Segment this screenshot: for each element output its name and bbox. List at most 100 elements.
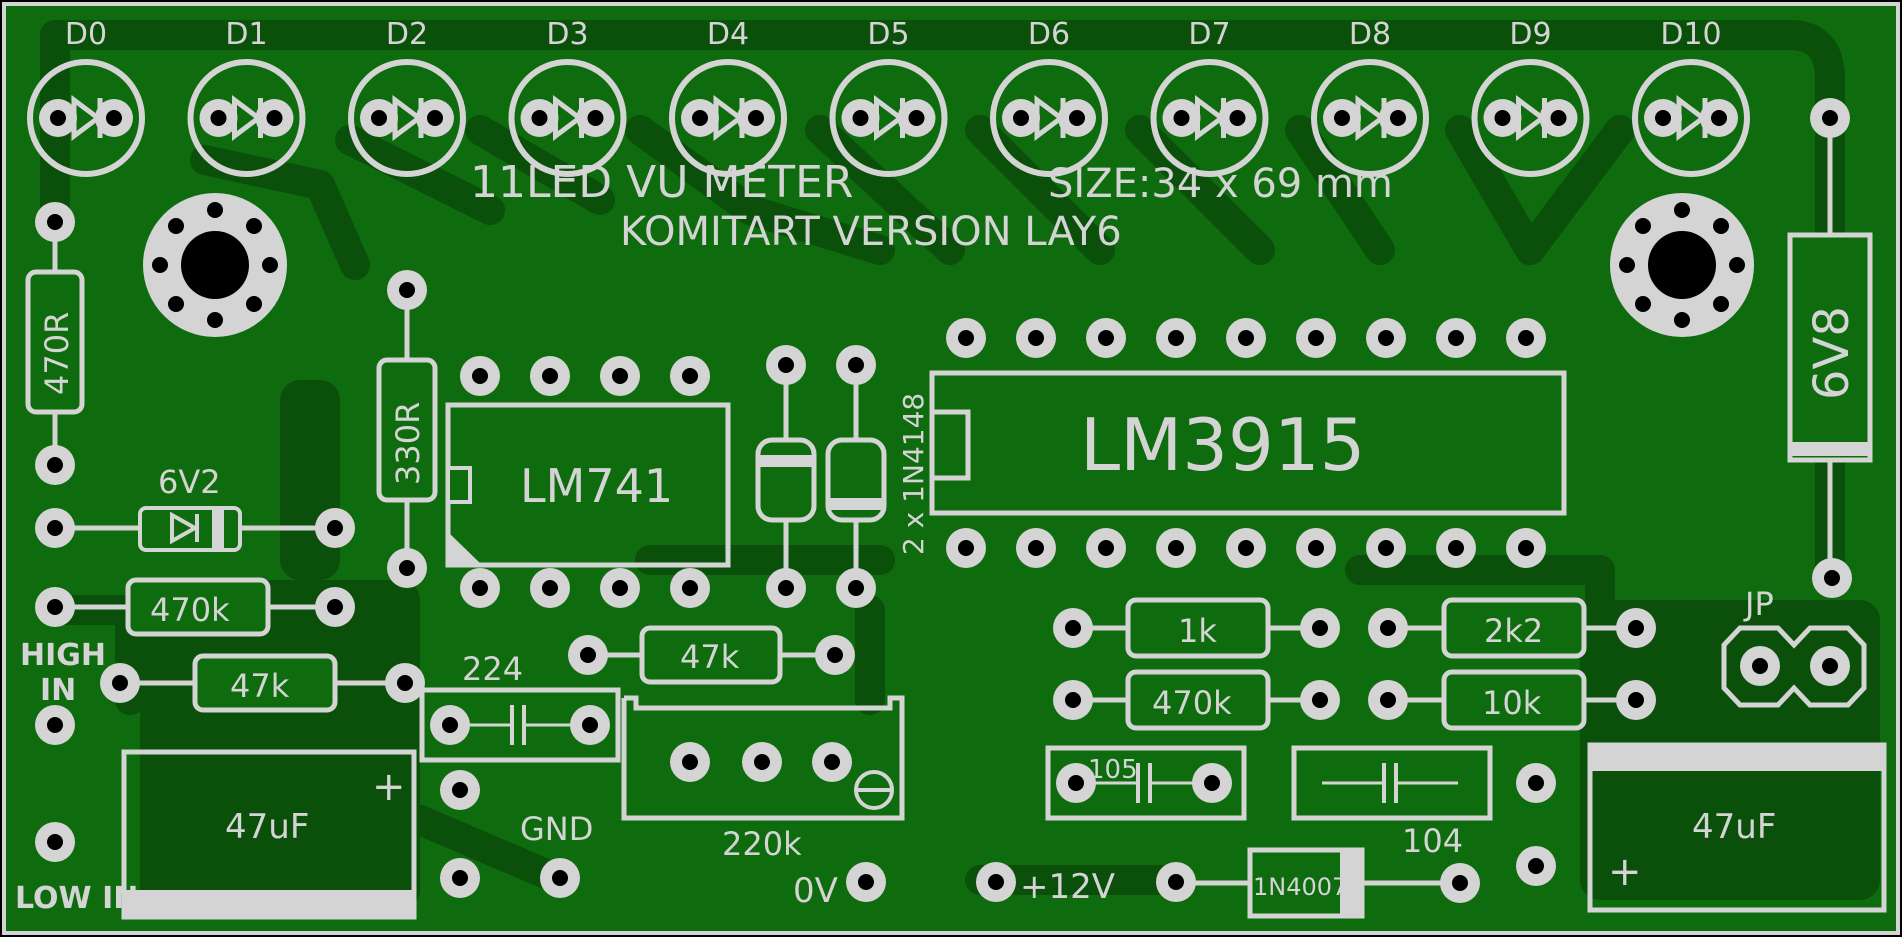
solder-pad	[1156, 528, 1196, 568]
solder-pad	[766, 568, 806, 608]
resistor-470k-right-label: 470k	[1152, 684, 1232, 722]
resistor-470k-left-label: 470k	[150, 591, 230, 629]
solder-pad	[766, 345, 806, 385]
diode-1n4007-label: 1N4007	[1253, 873, 1347, 901]
solder-pad	[670, 568, 710, 608]
plus-12v-label: +12V	[1020, 867, 1115, 907]
capacitor-47uf-left-label: 47uF	[225, 807, 309, 847]
zener-6v2-label: 6V2	[158, 463, 221, 501]
zener-6v8-label: 6V8	[1804, 306, 1860, 400]
solder-pad	[1506, 528, 1546, 568]
led-label-d2: D2	[386, 17, 428, 52]
solder-pad	[670, 356, 710, 396]
solder-pad	[1296, 318, 1336, 358]
solder-pad	[1440, 863, 1480, 903]
solder-pad	[1016, 318, 1056, 358]
solder-pad	[1226, 318, 1266, 358]
resistor-470r-label: 470R	[38, 312, 76, 395]
led-label-d8: D8	[1349, 17, 1391, 52]
solder-pad	[385, 663, 425, 703]
resistor-47k-mid: 47k	[588, 625, 835, 685]
solder-pad	[1086, 528, 1126, 568]
led-d0: D0	[27, 17, 145, 177]
diode-pair-1n4148: 2 x 1N4148	[755, 365, 930, 588]
resistor-1k-label: 1k	[1178, 612, 1217, 650]
diode-pair-1n4148-label: 2 x 1N4148	[897, 393, 930, 555]
led-label-d5: D5	[867, 17, 909, 52]
solder-pad	[387, 548, 427, 588]
solder-pad	[387, 270, 427, 310]
board-title: 11LED VU METER	[470, 157, 853, 208]
solder-pad	[315, 587, 355, 627]
ic-lm3915: LM3915	[929, 370, 1567, 516]
gnd-label: GND	[520, 810, 593, 848]
led-label-d1: D1	[225, 17, 267, 52]
trimmer-pot-220k-label: 220k	[722, 825, 802, 863]
led-d2: D2	[348, 17, 466, 177]
solder-pad	[568, 635, 608, 675]
led-d1: D1	[187, 17, 306, 177]
capacitor-47uf-right: 47uF +	[1587, 742, 1887, 913]
led-d6: D6	[990, 17, 1108, 177]
capacitor-105-label: 105	[1088, 755, 1138, 785]
solder-pad	[846, 862, 886, 902]
solder-pad	[35, 508, 75, 548]
led-d5: D5	[829, 17, 948, 177]
solder-pad	[1226, 528, 1266, 568]
solder-pad	[315, 508, 355, 548]
led-label-d3: D3	[546, 17, 588, 52]
solder-pad	[812, 742, 852, 782]
board-version-label: KOMITART VERSION LAY6	[620, 209, 1122, 255]
solder-pad	[35, 705, 75, 745]
solder-pad	[540, 858, 580, 898]
solder-pad	[1810, 646, 1850, 686]
capacitor-47uf-left-plus: +	[372, 764, 406, 810]
solder-pad	[1516, 846, 1556, 886]
solder-pad	[1368, 608, 1408, 648]
led-d3: D3	[508, 17, 627, 177]
board-size-label: SIZE:34 x 69 mm	[1048, 161, 1393, 207]
solder-pad	[440, 770, 480, 810]
high-in-label-1: HIGH	[20, 638, 106, 673]
resistor-330r-label: 330R	[389, 402, 427, 485]
solder-pad	[35, 202, 75, 242]
solder-pad	[600, 568, 640, 608]
solder-pad	[35, 445, 75, 485]
resistor-2k2-label: 2k2	[1484, 612, 1543, 650]
solder-pad	[530, 356, 570, 396]
mounting-hole-left	[143, 193, 287, 337]
zener-6v8: 6V8	[1787, 120, 1873, 578]
resistor-1k: 1k	[1073, 597, 1320, 659]
solder-pad	[1366, 318, 1406, 358]
solder-pad	[670, 742, 710, 782]
solder-pad	[1810, 98, 1850, 138]
led-label-d10: D10	[1660, 17, 1721, 52]
low-in-label: LOW IN	[15, 881, 138, 916]
solder-pad	[1086, 318, 1126, 358]
solder-pad	[1506, 318, 1546, 358]
resistor-47k-left-label: 47k	[230, 667, 290, 705]
capacitor-47uf-right-label: 47uF	[1692, 807, 1776, 847]
capacitor-224-label: 224	[462, 650, 523, 688]
capacitor-104: 104	[1291, 745, 1493, 860]
resistor-47k-left: 47k	[120, 653, 405, 713]
resistor-10k: 10k	[1388, 669, 1636, 731]
solder-pad	[1366, 528, 1406, 568]
solder-pad	[1436, 318, 1476, 358]
diode-1n4007: 1N4007	[1168, 847, 1460, 919]
solder-pad	[815, 635, 855, 675]
led-d9: D9	[1471, 17, 1590, 177]
capacitor-104-label: 104	[1402, 822, 1463, 860]
zero-v-label: 0V	[793, 871, 838, 911]
solder-pad	[460, 356, 500, 396]
pads	[35, 98, 1852, 903]
led-label-d0: D0	[65, 17, 107, 52]
solder-pad	[100, 663, 140, 703]
zener-6v2: 6V2	[55, 463, 335, 552]
solder-pad	[1156, 318, 1196, 358]
high-in-label-2: IN	[40, 673, 76, 708]
resistor-330r: 330R	[376, 290, 438, 568]
led-label-d7: D7	[1188, 17, 1230, 52]
solder-pad	[1740, 646, 1780, 686]
